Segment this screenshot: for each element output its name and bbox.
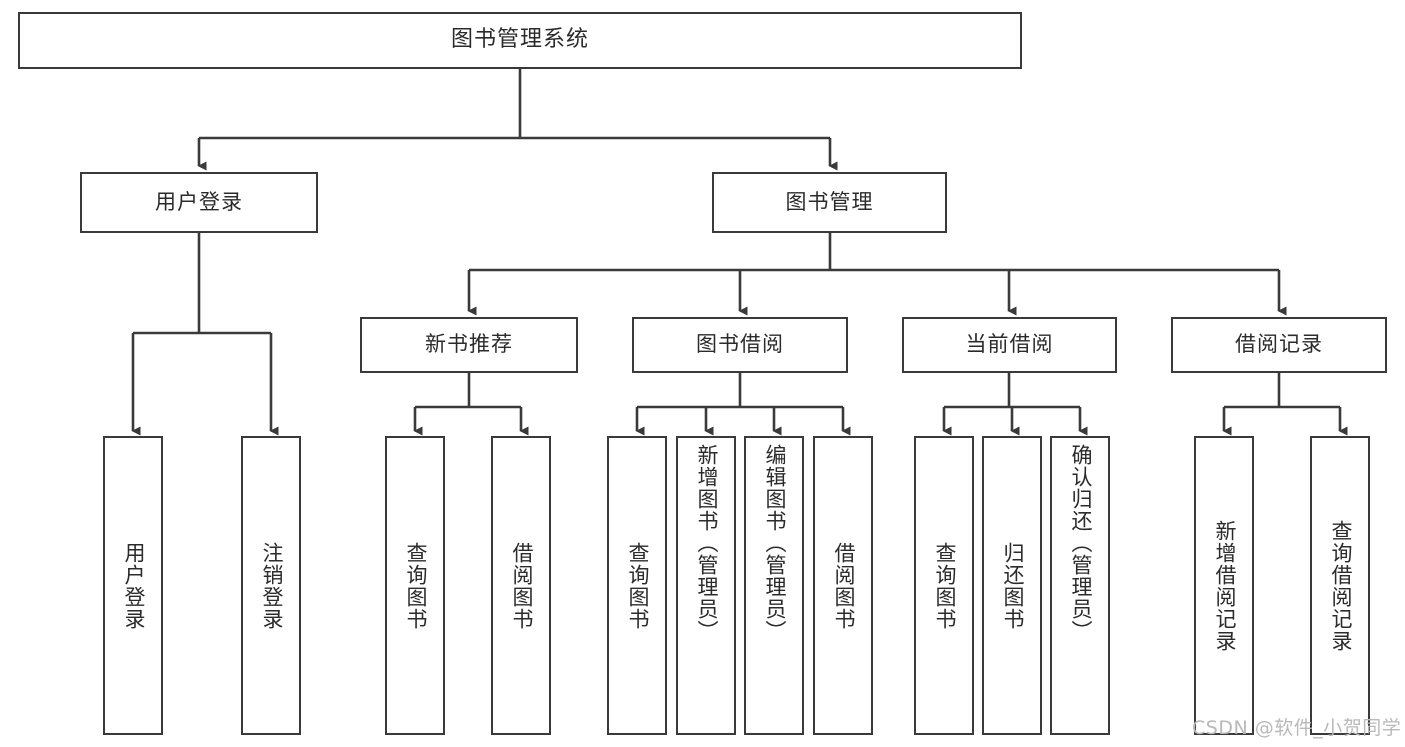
leaf-query-book-current[interactable]: 查询图书 (914, 436, 974, 735)
leaf-return-book-label: 归还图书 (1000, 541, 1025, 630)
leaf-borrow-book-recommend[interactable]: 借阅图书 (491, 436, 551, 735)
leaf-query-book-recommend[interactable]: 查询图书 (385, 436, 445, 735)
leaf-user-login-label: 用户登录 (121, 541, 146, 630)
node-current-borrow[interactable]: 当前借阅 (902, 317, 1117, 373)
leaf-query-book-current-label: 查询图书 (932, 541, 957, 630)
leaf-query-book-recommend-label: 查询图书 (403, 541, 428, 630)
node-root-label: 图书管理系统 (450, 27, 589, 53)
leaf-borrow-book-borrow[interactable]: 借阅图书 (813, 436, 873, 735)
leaf-edit-book-admin-label: 编辑图书（管理员） (762, 444, 787, 642)
leaf-add-borrow-record[interactable]: 新增借阅记录 (1194, 436, 1254, 735)
node-user-login-label: 用户登录 (155, 189, 243, 214)
leaf-query-borrow-record[interactable]: 查询借阅记录 (1310, 436, 1370, 735)
leaf-add-borrow-record-label: 新增借阅记录 (1212, 519, 1237, 652)
csdn-watermark: CSDN @软件_小贺同学 (1192, 717, 1402, 739)
leaf-logout-login[interactable]: 注销登录 (241, 436, 301, 735)
leaf-user-login[interactable]: 用户登录 (103, 436, 163, 735)
leaf-return-book[interactable]: 归还图书 (982, 436, 1042, 735)
node-borrow-record-label: 借阅记录 (1235, 332, 1323, 357)
node-book-borrow[interactable]: 图书借阅 (632, 317, 848, 373)
leaf-confirm-return-admin-label: 确认归还（管理员） (1068, 444, 1093, 642)
node-book-borrow-label: 图书借阅 (696, 332, 784, 357)
node-book-manage-label: 图书管理 (785, 189, 874, 214)
node-book-manage[interactable]: 图书管理 (712, 172, 947, 233)
node-new-book-recommend-label: 新书推荐 (425, 332, 513, 357)
leaf-borrow-book-borrow-label: 借阅图书 (831, 541, 856, 630)
leaf-query-book-borrow-label: 查询图书 (625, 541, 650, 630)
node-current-borrow-label: 当前借阅 (965, 332, 1054, 357)
leaf-query-borrow-record-label: 查询借阅记录 (1328, 519, 1353, 652)
leaf-edit-book-admin[interactable]: 编辑图书（管理员） (744, 436, 804, 735)
leaf-add-book-admin[interactable]: 新增图书（管理员） (676, 436, 736, 735)
node-new-book-recommend[interactable]: 新书推荐 (360, 317, 578, 373)
leaf-add-book-admin-label: 新增图书（管理员） (694, 444, 719, 642)
leaf-query-book-borrow[interactable]: 查询图书 (607, 436, 667, 735)
node-user-login[interactable]: 用户登录 (80, 172, 318, 233)
leaf-borrow-book-recommend-label: 借阅图书 (509, 541, 534, 630)
node-root-system[interactable]: 图书管理系统 (18, 12, 1022, 69)
node-borrow-record[interactable]: 借阅记录 (1171, 317, 1387, 373)
leaf-confirm-return-admin[interactable]: 确认归还（管理员） (1050, 436, 1110, 735)
leaf-logout-login-label: 注销登录 (259, 541, 284, 630)
